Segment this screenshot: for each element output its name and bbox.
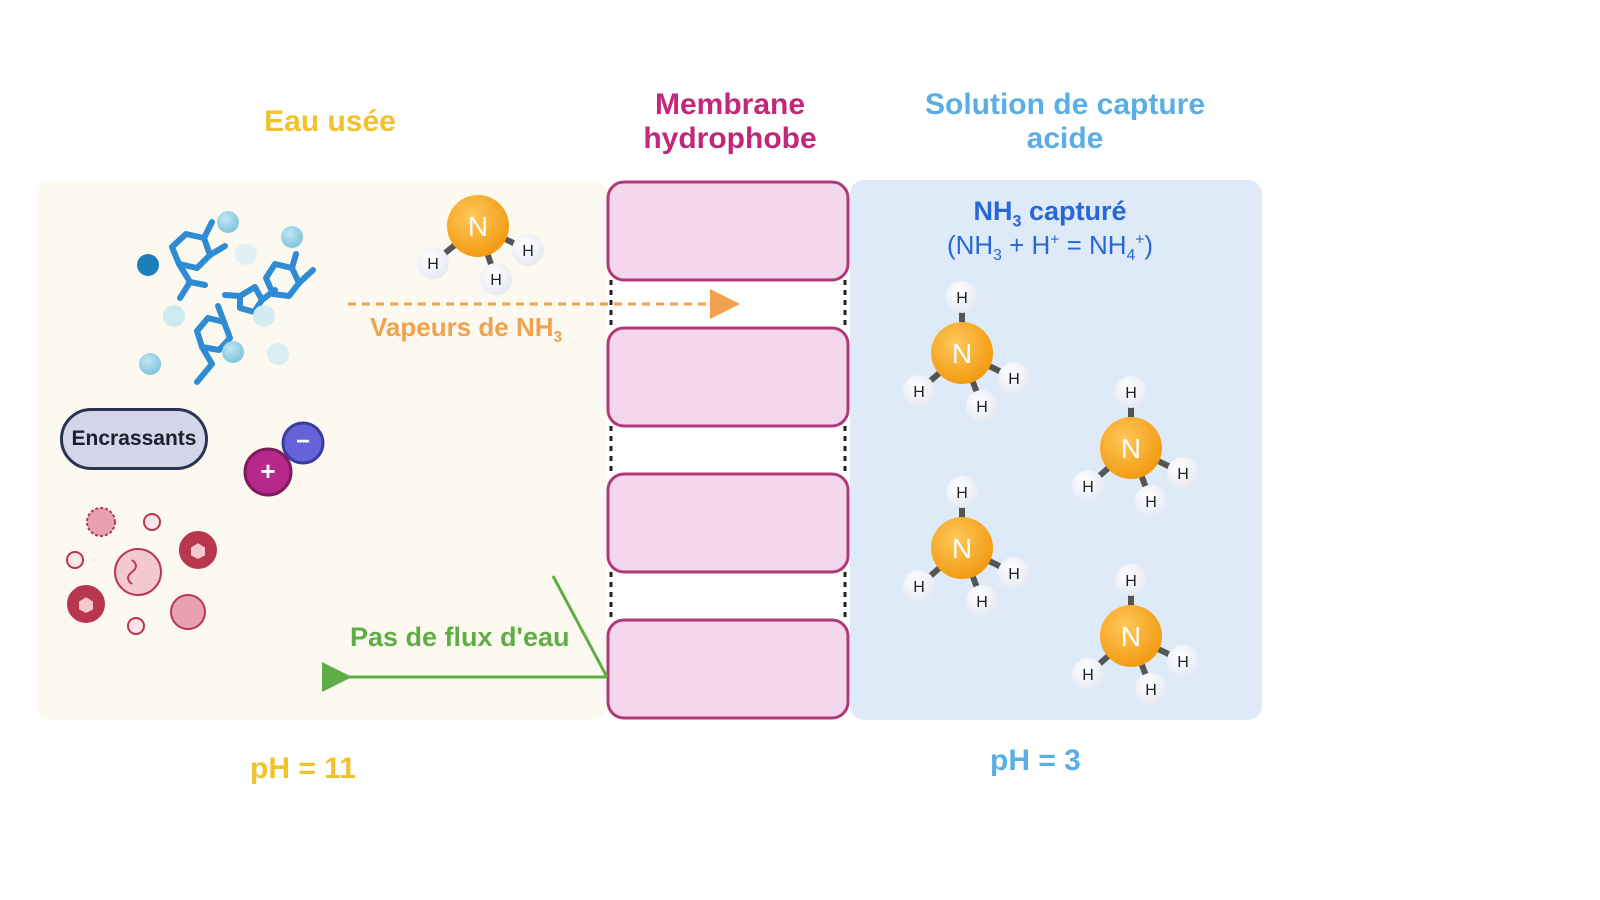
waste-water-title: Eau usée xyxy=(264,105,396,138)
vapour-label: Vapeurs de NH3 xyxy=(370,312,563,347)
nitrogen-atom xyxy=(931,322,993,384)
nitrogen-label: N xyxy=(1121,621,1141,652)
hydrogen-atom xyxy=(998,362,1030,394)
anion-icon xyxy=(281,421,325,465)
hydrogen-label: H xyxy=(522,243,534,260)
hydrogen-atom xyxy=(946,281,978,313)
cation-sign: + xyxy=(260,456,276,486)
hydrogen-atom xyxy=(998,557,1030,589)
capture-title-line2: acide xyxy=(1026,122,1104,155)
hydrogen-atom xyxy=(946,476,978,508)
hydrogen-label: H xyxy=(956,290,968,307)
capture-solution-panel xyxy=(850,180,1262,720)
hydrogen-label: H xyxy=(976,399,988,416)
hydrogen-label: H xyxy=(1177,654,1189,671)
membrane-block-3 xyxy=(606,472,850,574)
hydrogen-label: H xyxy=(1082,667,1094,684)
ph-waste-water: pH = 11 xyxy=(250,752,356,785)
cation-icon xyxy=(243,447,293,497)
membrane xyxy=(606,180,850,720)
nitrogen-atom xyxy=(1100,605,1162,667)
hydrogen-label: H xyxy=(913,579,925,596)
hydrogen-atom xyxy=(903,375,935,407)
bubbles xyxy=(137,211,303,375)
capture-equation: (NH3 + H+ = NH4+) xyxy=(946,230,1154,265)
hydrogen-label: H xyxy=(1082,479,1094,496)
ion-icons xyxy=(243,421,325,497)
hydrogen-atom xyxy=(1072,658,1104,690)
nitrogen-atom xyxy=(931,517,993,579)
no-water-flux-arrow xyxy=(322,575,609,692)
anion-sign: − xyxy=(295,428,310,455)
hydrogen-atom xyxy=(1167,457,1199,489)
hydrogen-label: H xyxy=(1008,371,1020,388)
nh3-molecule: H H H N xyxy=(417,195,544,295)
hydrogen-atom xyxy=(1115,564,1147,596)
hydrogen-atom xyxy=(1115,376,1147,408)
nitrogen-label: N xyxy=(952,338,972,369)
nitrogen-label: N xyxy=(952,533,972,564)
membrane-block-1 xyxy=(606,180,850,282)
nitrogen-atom xyxy=(1100,417,1162,479)
hydrogen-atom xyxy=(480,263,512,295)
nitrogen-label: N xyxy=(468,211,488,242)
hydrogen-atom xyxy=(966,390,998,422)
microbe-icons xyxy=(66,507,217,635)
hydrogen-label: H xyxy=(1145,682,1157,699)
hydrogen-label: H xyxy=(1177,466,1189,483)
hydrogen-label: H xyxy=(956,485,968,502)
membrane-block-4 xyxy=(606,618,850,720)
membrane-block-2 xyxy=(606,326,850,428)
hydrogen-atom xyxy=(1135,485,1167,517)
membrane-pores xyxy=(609,280,847,620)
nh4-molecule-4: H H H H N xyxy=(1072,564,1199,705)
hydrogen-atom xyxy=(1135,673,1167,705)
no-water-flux-label: Pas de flux d'eau xyxy=(350,622,570,652)
ph-capture-solution: pH = 3 xyxy=(990,744,1081,777)
hydrogen-label: H xyxy=(1125,385,1137,402)
nh4-molecule-3: H H H H N xyxy=(903,476,1030,617)
foulants-badge: Encrassants xyxy=(60,408,208,470)
hydrogen-atom xyxy=(1167,645,1199,677)
hydrogen-label: H xyxy=(1008,566,1020,583)
hydrogen-atom xyxy=(417,247,449,279)
organic-molecule-icon xyxy=(169,219,316,385)
capture-title-line1: Solution de capture xyxy=(924,88,1206,121)
membrane-title: Membrane hydrophobe xyxy=(590,88,870,156)
capture-solution-title: Solution de capture acide xyxy=(900,88,1230,156)
hydrogen-atom xyxy=(903,570,935,602)
hydrogen-label: H xyxy=(427,256,439,273)
hydrogen-atom xyxy=(966,585,998,617)
nh4-molecule-1: H H H H N xyxy=(903,281,1030,422)
hydrogen-label: H xyxy=(913,384,925,401)
nh3-captured-title: NH3 capturé xyxy=(973,196,1127,231)
hydrogen-label: H xyxy=(490,272,502,289)
hydrogen-label: H xyxy=(1125,573,1137,590)
nitrogen-atom xyxy=(447,195,509,257)
hydrogen-label: H xyxy=(1145,494,1157,511)
nitrogen-label: N xyxy=(1121,433,1141,464)
hydrogen-atom xyxy=(1072,470,1104,502)
hydrogen-label: H xyxy=(976,594,988,611)
membrane-title-line2: hydrophobe xyxy=(643,122,817,155)
membrane-title-line1: Membrane xyxy=(654,88,806,121)
hydrogen-atom xyxy=(512,234,544,266)
nh4-molecule-2: H H H H N xyxy=(1072,376,1199,517)
